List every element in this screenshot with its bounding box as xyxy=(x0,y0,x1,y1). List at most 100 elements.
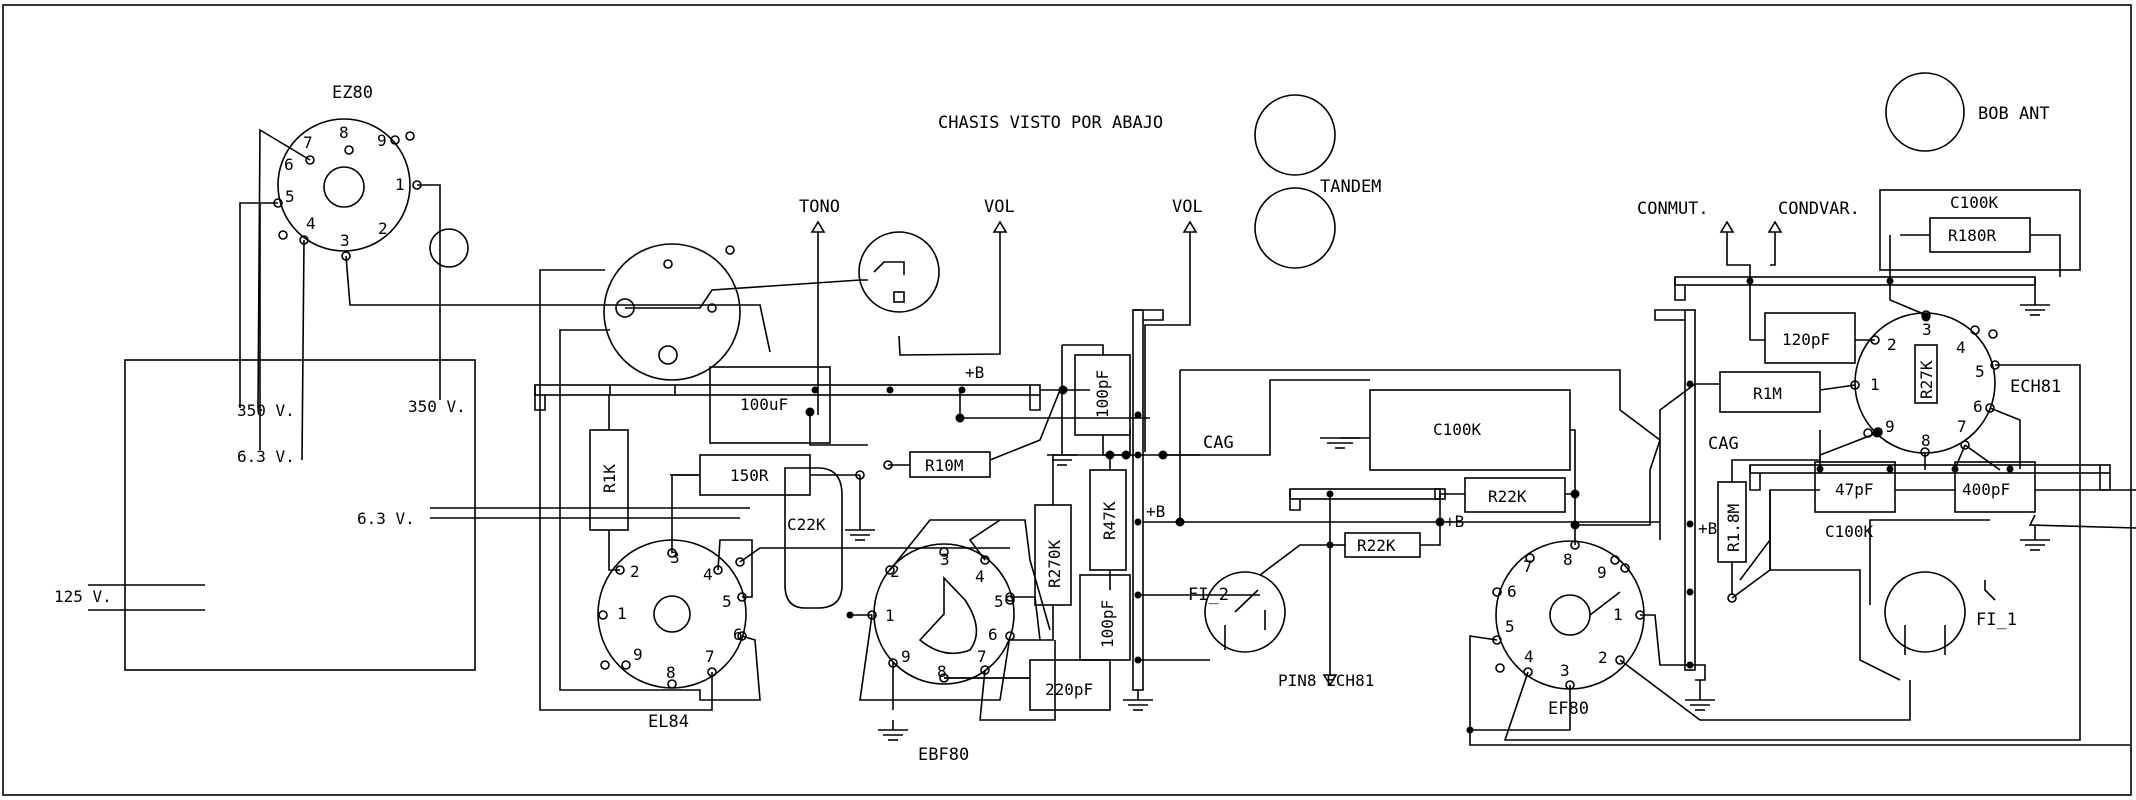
tube-socket-ech81: R27K ECH81 1 2 3 4 5 6 7 8 9 xyxy=(1850,310,2061,457)
svg-text:4: 4 xyxy=(975,567,985,586)
svg-text:R270K: R270K xyxy=(1045,539,1064,588)
svg-text:9: 9 xyxy=(1885,417,1895,436)
svg-text:8: 8 xyxy=(1921,431,1931,450)
svg-text:2: 2 xyxy=(630,562,640,581)
ground-symbol xyxy=(1685,699,1715,711)
svg-text:C22K: C22K xyxy=(787,515,826,534)
svg-text:7: 7 xyxy=(977,647,987,666)
svg-text:2: 2 xyxy=(378,219,388,238)
label-plus-b-4: +B xyxy=(1698,519,1717,538)
label-plus-b-2: +B xyxy=(1146,502,1165,521)
resistor-r22k-upper xyxy=(1464,477,1566,513)
svg-text:4: 4 xyxy=(703,565,713,584)
svg-text:R10M: R10M xyxy=(925,456,964,475)
svg-text:1: 1 xyxy=(1613,605,1623,624)
resistor-r47k xyxy=(1089,469,1127,571)
capacitor-c100k-top xyxy=(1879,189,2081,271)
svg-text:2: 2 xyxy=(1887,335,1897,354)
svg-text:100pF: 100pF xyxy=(1093,370,1112,418)
label-fi2: FI_2 xyxy=(1188,585,1229,605)
tandem-capacitor-2 xyxy=(1254,187,1336,269)
label-6v3-b: 6.3 V. xyxy=(357,509,415,528)
svg-text:3: 3 xyxy=(1560,661,1570,680)
tandem-capacitor-1 xyxy=(1254,94,1336,176)
svg-text:9: 9 xyxy=(377,131,387,150)
ground-symbol xyxy=(845,520,875,541)
svg-text:7: 7 xyxy=(705,647,715,666)
label-vol-1: VOL xyxy=(984,197,1015,217)
svg-text:4: 4 xyxy=(1524,647,1534,666)
label-conmut: CONMUT. xyxy=(1637,199,1709,219)
ground-symbol xyxy=(1123,699,1153,711)
ground-symbol xyxy=(878,720,908,741)
svg-text:R22K: R22K xyxy=(1488,487,1527,506)
svg-text:9: 9 xyxy=(1597,563,1607,582)
label-cag-2: CAG xyxy=(1708,434,1739,454)
label-125v: 125 V. xyxy=(54,587,112,606)
label-c100k-right: C100K xyxy=(1825,522,1874,541)
svg-text:100uF: 100uF xyxy=(740,395,788,414)
svg-text:R27K: R27K xyxy=(1917,360,1936,399)
capacitor-100uf xyxy=(709,366,831,444)
tag-strip-center xyxy=(1132,309,1144,691)
svg-text:8: 8 xyxy=(339,123,349,142)
tube-socket-ez80: EZ80 8 7 6 5 4 3 2 1 9 xyxy=(273,83,422,261)
label-plus-b-1: +B xyxy=(965,363,984,382)
ground-symbol xyxy=(1047,445,1077,466)
label-fi1: FI_1 xyxy=(1976,610,2017,630)
svg-text:47pF: 47pF xyxy=(1835,480,1874,499)
svg-text:120pF: 120pF xyxy=(1782,330,1830,349)
svg-text:EF80: EF80 xyxy=(1548,699,1589,719)
resistor-r1m xyxy=(1719,371,1821,413)
svg-text:1: 1 xyxy=(617,604,627,623)
label-condvar: CONDVAR. xyxy=(1778,199,1860,219)
svg-text:R1.8M: R1.8M xyxy=(1724,504,1743,552)
label-tono: TONO xyxy=(799,197,840,217)
capacitor-47pf xyxy=(1814,461,1896,513)
capacitor-400pf xyxy=(1954,461,2036,513)
svg-text:3: 3 xyxy=(340,231,350,250)
tag-strip-bottom-right xyxy=(1749,464,2111,474)
page-border xyxy=(2,4,2132,796)
svg-text:8: 8 xyxy=(937,662,947,681)
tube-socket-ef80: EF80 1 2 3 4 5 6 7 8 9 xyxy=(1492,540,1645,719)
svg-text:7: 7 xyxy=(1957,417,1967,436)
svg-text:100pF: 100pF xyxy=(1098,600,1117,648)
tag-strip-right xyxy=(1684,309,1696,671)
svg-text:6: 6 xyxy=(988,625,998,644)
label-350v-a: 350 V. xyxy=(237,401,295,420)
svg-text:C100K: C100K xyxy=(1433,420,1482,439)
svg-text:150R: 150R xyxy=(730,466,769,485)
tag-strip-top-right xyxy=(1674,276,2036,286)
svg-text:4: 4 xyxy=(1956,338,1966,357)
svg-text:EL84: EL84 xyxy=(648,712,689,732)
svg-text:4: 4 xyxy=(306,214,316,233)
svg-text:1: 1 xyxy=(885,606,895,625)
svg-text:5: 5 xyxy=(285,187,295,206)
ground-symbol xyxy=(2020,539,2050,551)
svg-text:5: 5 xyxy=(1505,617,1515,636)
tube-socket-el84: EL84 1 2 3 4 5 6 7 8 9 xyxy=(597,539,747,732)
capacitor-220pf xyxy=(1029,659,1111,711)
tone-potentiometer xyxy=(603,243,741,381)
if-transformer-fi1 xyxy=(1884,571,1966,653)
svg-text:6: 6 xyxy=(1973,397,1983,416)
svg-text:1: 1 xyxy=(395,175,405,194)
antenna-coil xyxy=(1885,72,1965,152)
svg-text:3: 3 xyxy=(1922,320,1932,339)
label-cag-1: CAG xyxy=(1203,433,1234,453)
ground-symbol xyxy=(2020,295,2050,316)
svg-text:5: 5 xyxy=(722,592,732,611)
svg-text:2: 2 xyxy=(890,562,900,581)
tag-strip-small xyxy=(1289,488,1441,500)
label-6v3-a: 6.3 V. xyxy=(237,447,295,466)
svg-text:8: 8 xyxy=(1563,550,1573,569)
label-vol-2: VOL xyxy=(1172,197,1203,217)
svg-text:6: 6 xyxy=(1507,582,1517,601)
capacitor-c22k xyxy=(784,467,843,609)
label-tandem: TANDEM xyxy=(1320,177,1381,197)
power-transformer xyxy=(124,359,476,671)
ground-symbol xyxy=(1320,437,1360,449)
